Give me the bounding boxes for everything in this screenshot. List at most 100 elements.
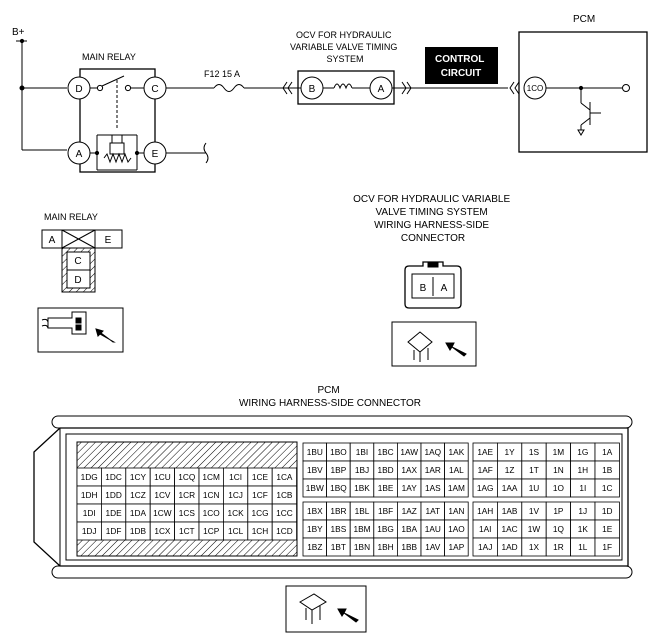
pcm-terminal-label: 1F <box>602 542 612 552</box>
svg-text:A: A <box>378 84 385 95</box>
relay-view-icon <box>37 307 124 353</box>
pcm-terminal-label: 1AU <box>425 524 441 534</box>
pcm-terminal-label: 1CE <box>252 472 269 482</box>
pcm-terminal-cell <box>594 478 620 498</box>
pcm-terminal-label: 1CL <box>228 526 244 536</box>
pcm-terminal-label: 1G <box>577 447 588 457</box>
control-circuit-label: CONTROL CIRCUIT <box>435 54 487 79</box>
ocv-connector-title: OCV FOR HYDRAULIC VARIABLE VALVE TIMING … <box>353 194 513 244</box>
pcm-terminal-label: 1D <box>602 506 613 516</box>
pcm-terminal-label: 1A <box>602 447 613 457</box>
pcm-terminal-label: 1AX <box>401 465 417 475</box>
relay-connector: MAIN RELAY A E C D <box>37 212 124 353</box>
pcm-terminal-label: 1AW <box>400 447 418 457</box>
pcm-terminal-label: 1U <box>529 483 540 493</box>
pcm-connector-mark <box>509 81 520 95</box>
pcm-terminal-label: 1I <box>579 483 586 493</box>
pcm-terminal-label: 1AJ <box>478 542 492 552</box>
pcm-terminal-label: 1Q <box>553 524 565 534</box>
pcm-terminal-label: 1CV <box>154 490 171 500</box>
pcm-terminal-label: 1AT <box>425 506 440 516</box>
pcm-terminal-label: 1BH <box>378 542 394 552</box>
pcm-terminal-label: 1CY <box>130 472 147 482</box>
pcm-terminal-label: 1Y <box>505 447 516 457</box>
relay-terminal-d: D <box>67 76 91 100</box>
pcm-terminal-label: 1H <box>577 465 588 475</box>
pcm-terminal-label: 1AK <box>449 447 465 457</box>
pcm-terminal-label: 1BK <box>354 483 370 493</box>
pcm-terminal-label: 1W <box>528 524 541 534</box>
svg-text:D: D <box>74 275 81 286</box>
pcm-terminal-label: 1CK <box>228 508 245 518</box>
pcm-terminal-label: 1AF <box>478 465 493 475</box>
pcm-terminal-label: 1CM <box>202 472 220 482</box>
pcm-terminal-label: 1CU <box>154 472 171 482</box>
pcm-terminal-label: 1BP <box>331 465 347 475</box>
control-circuit-badge <box>425 47 498 84</box>
pcm-terminal-label: 1CF <box>252 490 268 500</box>
pcm-terminal-label: 1DF <box>106 526 122 536</box>
pcm-terminal-label: 1DC <box>105 472 122 482</box>
pcm-terminal-label: 1CQ <box>178 472 196 482</box>
pcm-terminal-label: 1AE <box>477 447 493 457</box>
relay-terminal-e: E <box>143 141 167 165</box>
pcm-terminal-label: 1AL <box>449 465 464 475</box>
ocv-connector: OCV FOR HYDRAULIC VARIABLE VALVE TIMING … <box>353 194 513 367</box>
pcm-terminal-label: 1AG <box>477 483 494 493</box>
pcm-terminal-label: 1DD <box>105 490 122 500</box>
svg-text:B: B <box>309 84 316 95</box>
pcm-terminal-label: 1R <box>553 542 564 552</box>
pcm-terminal-label: 1DG <box>81 472 98 482</box>
pcm-terminal-label: 1AH <box>477 506 493 516</box>
pcm-terminal-label: 1AC <box>502 524 518 534</box>
pcm-terminal-label: 1BJ <box>355 465 369 475</box>
pcm-terminal-label: 1V <box>529 506 540 516</box>
pcm-terminal-label: 1AY <box>402 483 418 493</box>
pcm-terminal-label: 1BF <box>378 506 393 516</box>
pcm-terminal-label: 1N <box>553 465 564 475</box>
fuse-label: F12 15 A <box>204 69 240 79</box>
pcm-box <box>518 31 648 153</box>
svg-text:E: E <box>152 149 159 160</box>
pcm-terminal-label: 1AI <box>479 524 491 534</box>
pcm-terminal-label: 1AS <box>425 483 441 493</box>
pcm-terminal-label: 1DJ <box>82 526 97 536</box>
pcm-terminal-cell <box>444 537 469 557</box>
pcm-terminal-label: 1O <box>553 483 565 493</box>
pcm-terminal-label: 1BS <box>331 524 347 534</box>
svg-text:E: E <box>105 235 112 246</box>
pcm-terminal-label: 1M <box>553 447 565 457</box>
pcm-terminal-label: 1BW <box>306 483 324 493</box>
pcm-terminal-label: 1J <box>578 506 587 516</box>
pcm-terminal-label: 1S <box>529 447 540 457</box>
pcm-terminal-label: 1BG <box>377 524 394 534</box>
pcm-terminal-label: 1BU <box>307 447 323 457</box>
svg-text:C: C <box>151 84 158 95</box>
fuse-symbol <box>213 84 245 92</box>
pcm-terminal-label: 1AR <box>425 465 441 475</box>
relay-coil <box>90 134 144 171</box>
pcm-terminal-label: 1AO <box>448 524 465 534</box>
pcm-terminal-label: 1BX <box>307 506 323 516</box>
pcm-terminal-label: 1AA <box>502 483 518 493</box>
pcm-terminal-label: 1DE <box>106 508 123 518</box>
ocv-coil-icon <box>333 83 353 90</box>
svg-text:B: B <box>420 283 427 294</box>
pcm-terminal-label: 1CG <box>251 508 268 518</box>
ocv-terminal-b: B <box>300 76 324 100</box>
ocv-terminal-a: A <box>369 76 393 100</box>
relay-terminal-c: C <box>143 76 167 100</box>
pcm-terminal-label: 1CO <box>203 508 221 518</box>
pcm-terminal-label: 1BC <box>378 447 394 457</box>
schematic: B+ MAIN RELAY D C A E <box>12 14 648 173</box>
pcm-terminal-label: 1DI <box>83 508 96 518</box>
pcm-terminal-1co: 1CO <box>523 76 547 100</box>
pcm-terminal-label: 1X <box>529 542 540 552</box>
pcm-terminal-label: 1CR <box>178 490 195 500</box>
ocv-title: OCV FOR HYDRAULIC VARIABLE VALVE TIMING … <box>290 30 400 64</box>
pcm-terminal-label: 1DB <box>130 526 147 536</box>
pcm-terminal-label: 1E <box>602 524 613 534</box>
